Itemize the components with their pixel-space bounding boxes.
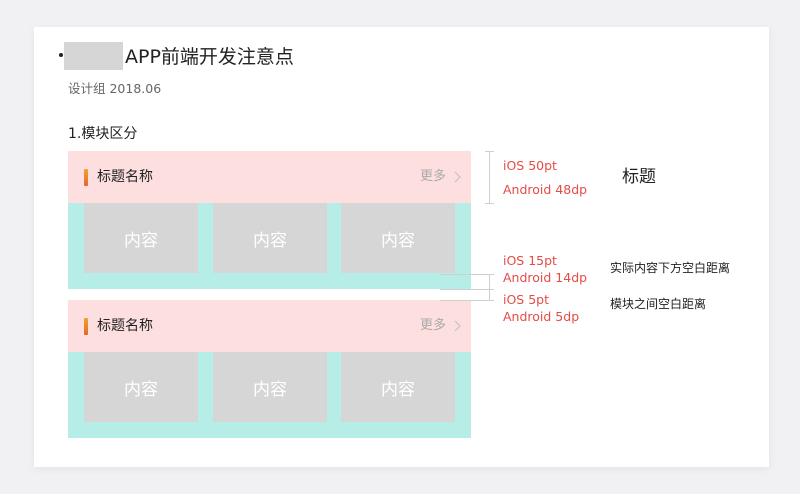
- more-link[interactable]: 更多: [419, 318, 446, 333]
- content-placeholder: 内容: [84, 352, 198, 422]
- module-header: 标题名称 更多: [68, 300, 471, 352]
- dimension-tick: [485, 203, 494, 204]
- module-block: 标题名称 更多 内容 内容 内容: [68, 300, 471, 438]
- chevron-right-icon[interactable]: [454, 320, 461, 332]
- content-placeholder: 内容: [84, 203, 198, 273]
- module-header: 标题名称 更多: [68, 151, 471, 203]
- module-title: 标题名称: [97, 169, 153, 185]
- content-placeholder: 内容: [213, 203, 327, 273]
- module-title: 标题名称: [97, 318, 153, 334]
- guide-line-next-module: [440, 300, 494, 301]
- bullet-dot: [59, 53, 63, 57]
- dimension-line-gap: [489, 274, 490, 300]
- module-gap-ios-spec: iOS 5pt: [503, 292, 550, 307]
- chevron-right-icon[interactable]: [454, 171, 461, 183]
- accent-bar: [84, 318, 88, 335]
- module-block: 标题名称 更多 内容 内容 内容: [68, 151, 471, 289]
- bottom-space-note: 实际内容下方空白距离: [610, 261, 731, 275]
- section-title: 1.模块区分: [68, 126, 138, 142]
- module-gap-note: 模块之间空白距离: [610, 297, 707, 311]
- guide-line-content-bottom: [440, 274, 494, 275]
- more-link[interactable]: 更多: [419, 169, 446, 184]
- dimension-tick: [485, 151, 494, 152]
- accent-bar: [84, 169, 88, 186]
- content-placeholder: 内容: [341, 352, 455, 422]
- header-note: 标题: [622, 167, 656, 187]
- module-gap-android-spec: Android 5dp: [503, 309, 580, 324]
- dimension-line-header: [489, 151, 490, 204]
- document-subtitle: 设计组 2018.06: [68, 81, 162, 96]
- bottom-space-ios-spec: iOS 15pt: [503, 253, 557, 268]
- redacted-block: [64, 42, 123, 70]
- content-placeholder: 内容: [341, 203, 455, 273]
- document-title: APP前端开发注意点: [125, 46, 294, 68]
- content-placeholder: 内容: [213, 352, 327, 422]
- header-ios-spec: iOS 50pt: [503, 158, 557, 173]
- bottom-space-android-spec: Android 14dp: [503, 270, 588, 285]
- guide-line-module-bottom: [440, 289, 494, 290]
- header-android-spec: Android 48dp: [503, 182, 588, 197]
